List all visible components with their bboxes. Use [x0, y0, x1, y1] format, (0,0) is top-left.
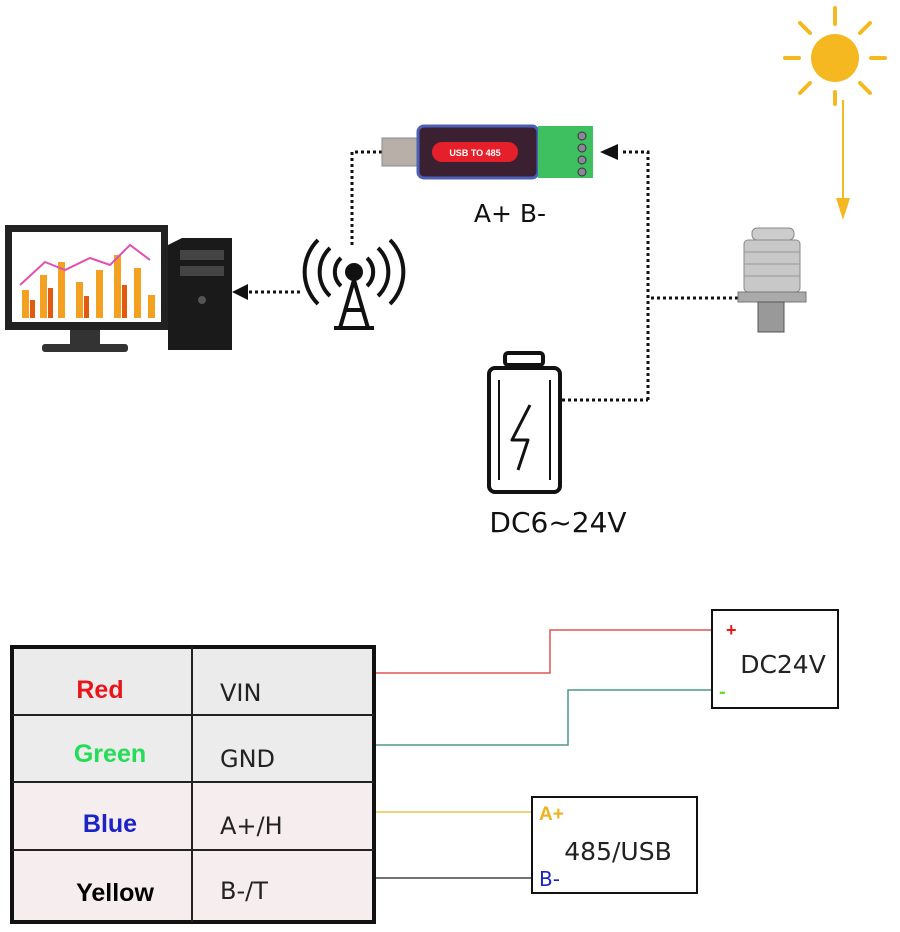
power-box-label: DC24V	[740, 650, 826, 679]
power-minus: -	[719, 681, 726, 703]
computer-monitor-icon	[5, 225, 168, 352]
adapter-terminals-label: A+ B-	[474, 199, 546, 228]
bus-a-label: A+	[539, 804, 564, 825]
color-cell-green: Green	[74, 740, 146, 768]
computer-tower-icon	[168, 238, 232, 350]
signal-cell-a: A+/H	[220, 812, 283, 840]
wiring-table: Red Green Blue Yellow VIN GND A+/H B-/T	[10, 645, 376, 924]
signal-cell-b: B-/T	[220, 877, 268, 905]
wireless-antenna-icon	[302, 238, 406, 330]
power-box	[711, 609, 839, 709]
green-wire	[374, 689, 712, 746]
battery-icon	[487, 351, 562, 494]
arrow-to-adapter	[600, 144, 618, 160]
bus-b-label: B-	[539, 867, 560, 891]
signal-cell-gnd: GND	[220, 745, 275, 773]
adapter-label: USB TO 485	[449, 148, 500, 158]
usb-to-485-adapter: USB TO 485	[381, 124, 593, 180]
color-cell-red: Red	[76, 676, 123, 704]
color-cell-blue: Blue	[83, 810, 137, 838]
signal-paths	[245, 150, 738, 402]
power-plus: +	[726, 620, 737, 640]
bus-box-label: 485/USB	[564, 837, 671, 866]
battery-voltage-label: DC6~24V	[489, 506, 626, 539]
solar-radiation-sensor	[737, 227, 807, 333]
red-wire	[374, 629, 712, 674]
bus-box	[531, 796, 698, 894]
arrow-to-computer	[232, 284, 248, 300]
signal-cell-vin: VIN	[220, 679, 261, 707]
sun-icon	[783, 6, 887, 220]
color-cell-yellow: Yellow	[76, 879, 154, 907]
